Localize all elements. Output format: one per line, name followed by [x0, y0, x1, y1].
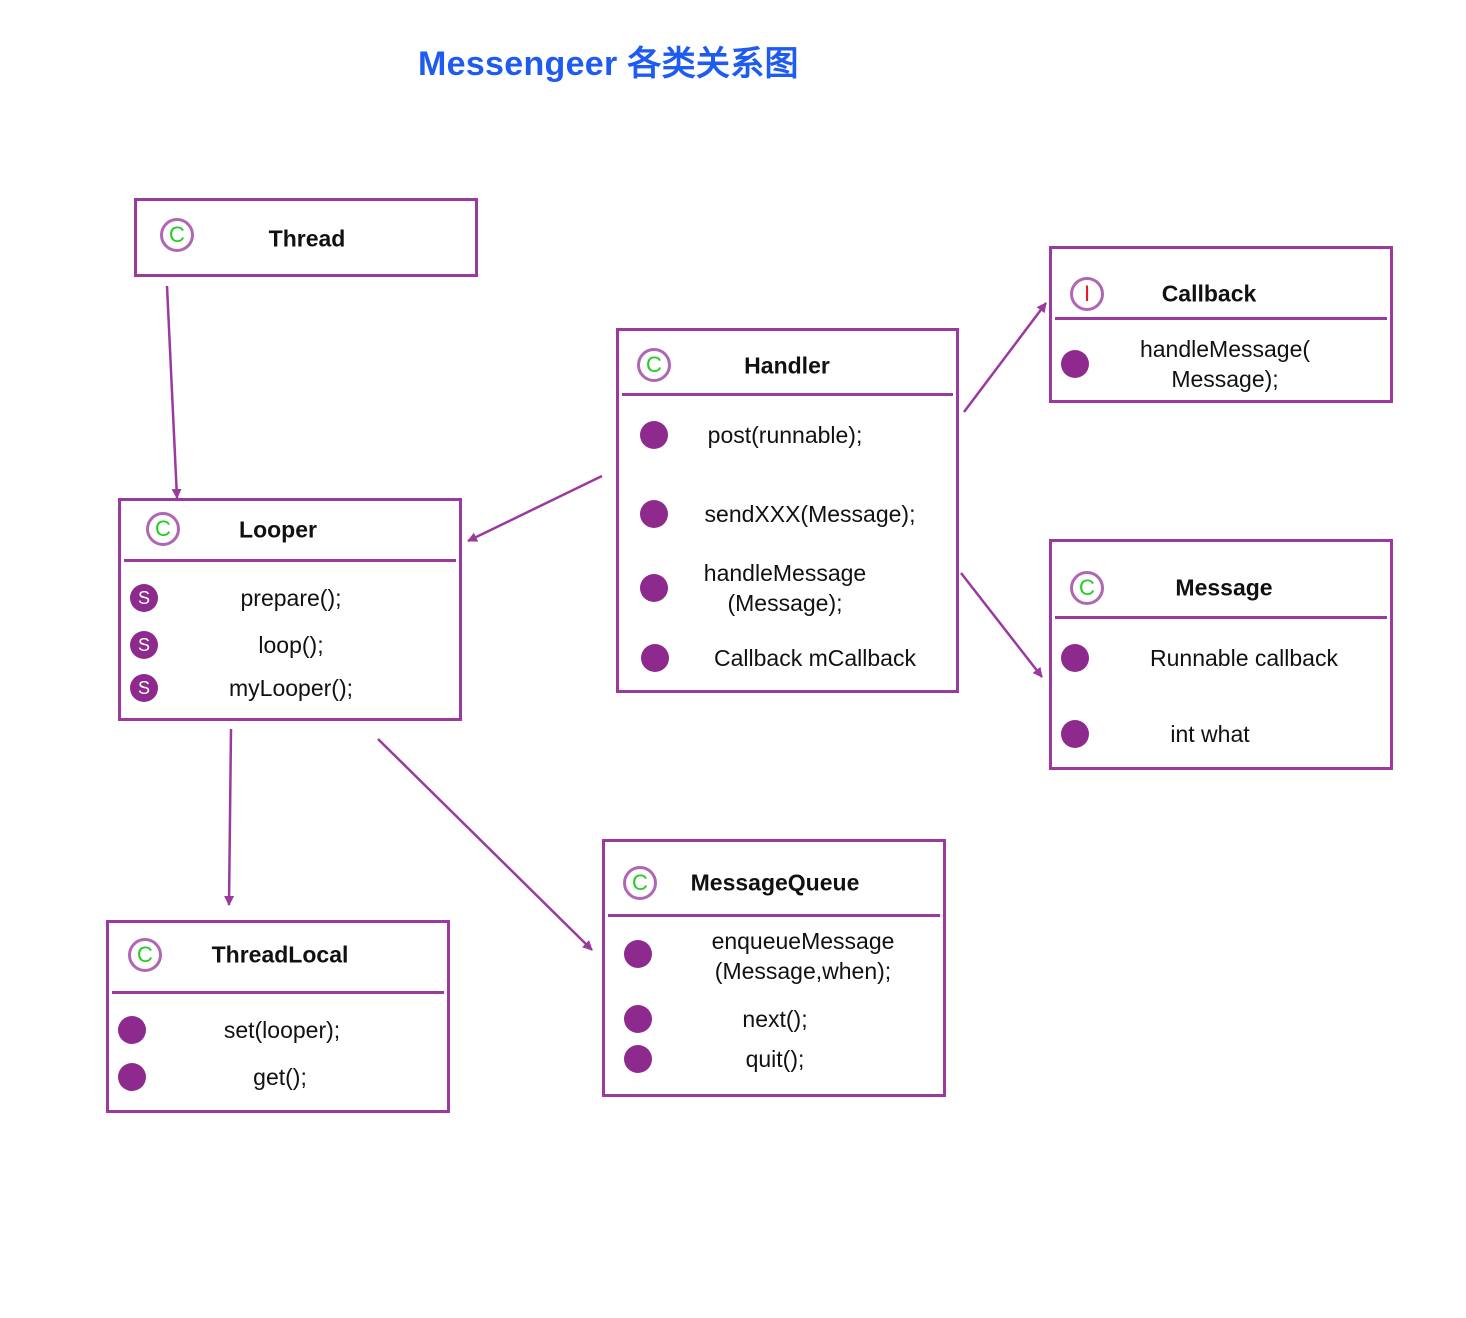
field-runnable-callback: Runnable callback — [1150, 645, 1338, 671]
arrow-looper-to-threadlocal — [224, 728, 235, 906]
method-icon — [118, 1063, 146, 1091]
class-badge-icon: C — [637, 348, 671, 382]
class-badge-icon: C — [146, 512, 180, 546]
class-name-message: Message — [1175, 574, 1273, 601]
method-icon — [640, 500, 668, 528]
method-icon — [624, 1045, 652, 1073]
method-quit: quit(); — [745, 1046, 805, 1072]
arrow-handler-to-looper — [467, 474, 603, 543]
header-divider — [622, 393, 953, 396]
method-handlemessage: handleMessage( Message); — [1139, 336, 1311, 392]
class-badge-icon: C — [623, 866, 657, 900]
class-name-messagequeue: MessageQueue — [690, 869, 860, 896]
arrow-handler-to-message — [960, 572, 1043, 678]
method-set: set(looper); — [223, 1017, 341, 1043]
looper-class-box: C Looper S prepare(); S loop(); S myLoop… — [118, 498, 462, 721]
method-mylooper: myLooper(); — [229, 675, 353, 701]
method-icon — [624, 940, 652, 968]
class-badge-icon: C — [1070, 571, 1104, 605]
static-method-icon: S — [130, 584, 158, 612]
method-loop: loop(); — [258, 632, 324, 658]
class-name-threadlocal: ThreadLocal — [211, 941, 349, 968]
method-sendxxx: sendXXX(Message); — [704, 501, 916, 527]
thread-class-box: C Thread — [134, 198, 478, 277]
class-name-looper: Looper — [239, 516, 317, 543]
header-divider — [608, 914, 940, 917]
arrow-thread-to-looper — [165, 285, 182, 499]
arrow-handler-to-callback — [963, 302, 1047, 413]
static-method-icon: S — [130, 631, 158, 659]
header-divider — [112, 991, 444, 994]
method-enqueuemessage: enqueueMessage (Message,when); — [711, 928, 895, 984]
class-name-handler: Handler — [744, 352, 830, 379]
threadlocal-class-box: C ThreadLocal set(looper); get(); — [106, 920, 450, 1113]
header-divider — [1055, 317, 1387, 320]
method-post: post(runnable); — [707, 422, 863, 448]
header-divider — [1055, 616, 1387, 619]
class-badge-icon: C — [160, 218, 194, 252]
method-icon — [640, 421, 668, 449]
message-class-box: C Message Runnable callback int what — [1049, 539, 1393, 770]
field-int-what: int what — [1170, 721, 1250, 747]
class-badge-icon: C — [128, 938, 162, 972]
method-get: get(); — [253, 1064, 307, 1090]
method-icon — [640, 574, 668, 602]
method-handlemessage: handleMessage (Message); — [703, 560, 867, 616]
callback-interface-box: I Callback handleMessage( Message); — [1049, 246, 1393, 403]
arrow-looper-to-messagequeue — [377, 738, 593, 951]
handler-class-box: C Handler post(runnable); sendXXX(Messag… — [616, 328, 959, 693]
field-mcallback: Callback mCallback — [714, 645, 916, 671]
field-icon — [1061, 720, 1089, 748]
diagram-title: Messengeer 各类关系图 — [418, 45, 799, 83]
header-divider — [124, 559, 456, 562]
field-icon — [641, 644, 669, 672]
interface-name-callback: Callback — [1161, 280, 1257, 307]
messagequeue-class-box: C MessageQueue enqueueMessage (Message,w… — [602, 839, 946, 1097]
method-icon — [1061, 350, 1089, 378]
method-prepare: prepare(); — [240, 585, 342, 611]
field-icon — [1061, 644, 1089, 672]
method-icon — [624, 1005, 652, 1033]
interface-badge-icon: I — [1070, 277, 1104, 311]
method-icon — [118, 1016, 146, 1044]
class-name-thread: Thread — [268, 225, 346, 252]
method-next: next(); — [742, 1006, 808, 1032]
static-method-icon: S — [130, 674, 158, 702]
